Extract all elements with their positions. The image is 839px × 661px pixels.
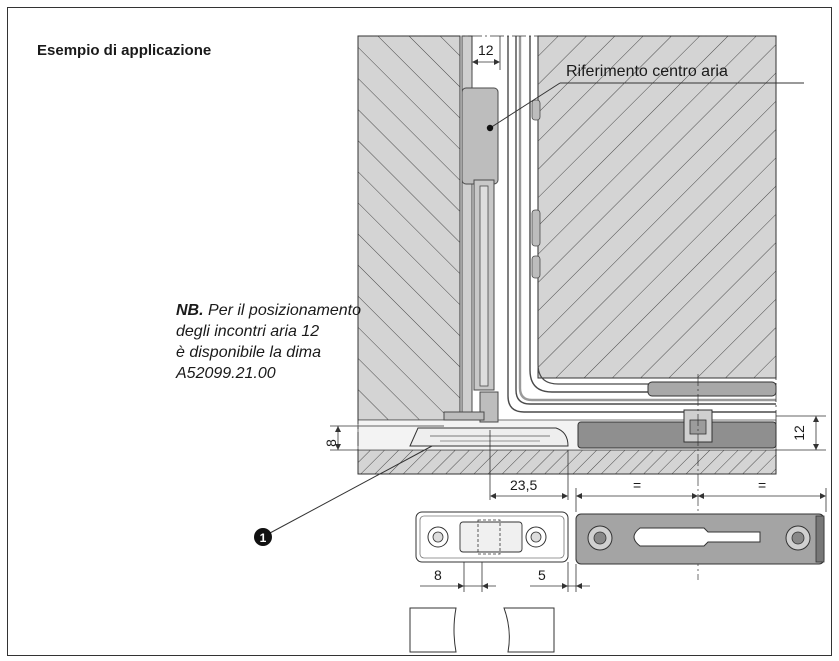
dim-edge-offset-label: 5 — [538, 567, 546, 583]
dim-equal-right-label: = — [758, 477, 766, 493]
sash-foot — [443, 411, 485, 421]
spacer-piece-left — [409, 607, 457, 653]
note-line-2: degli incontri aria 12 — [176, 323, 320, 340]
keeper-plan-left-slot — [459, 521, 523, 553]
note-line-4: A52099.21.00 — [176, 365, 276, 382]
hardware-channel-inner3 — [537, 36, 776, 385]
espagnolette-strip-inner — [479, 185, 489, 387]
note-line-1: NB. Per il posizionamento — [176, 300, 361, 321]
hardware-channel-inner — [515, 36, 776, 405]
dim-eq-arrow-l — [576, 493, 582, 499]
keeper-strike-left — [409, 427, 569, 447]
marker-number: 1 — [260, 531, 267, 545]
keeper-top-rail — [647, 381, 777, 397]
marker-leader — [269, 445, 433, 534]
callout-label: Riferimento centro aria — [566, 63, 728, 80]
dim-hole-arrow-r — [482, 583, 488, 589]
hardware-channel-outer — [507, 36, 776, 413]
keeper-plan-left-hole-2-inner — [530, 531, 542, 543]
sill-hatch — [357, 449, 777, 475]
dim-air-gap-label: 12 — [478, 42, 494, 58]
dim-eq-arrow-r — [820, 493, 826, 499]
dim-top-arrow-r — [494, 59, 500, 65]
dim-edge-arrow-r — [576, 583, 582, 589]
dim-eq-arrow-m1 — [692, 493, 698, 499]
keeper-plan-left-center — [477, 519, 501, 555]
keeper-plan-right-slot — [633, 527, 761, 547]
callout-dot — [486, 124, 494, 132]
page-heading: Esempio di applicazione — [37, 42, 212, 59]
outer-frame — [7, 7, 832, 656]
keeper-plan-right-hole-2-inner — [791, 531, 805, 545]
dim-left-height-label: 8 — [323, 439, 339, 447]
keeper-strike-right — [577, 421, 777, 449]
channel-bump-1 — [531, 209, 541, 247]
dim-eq-arrow-m2 — [698, 493, 704, 499]
dim-right-arrow-b — [813, 444, 819, 450]
right-frame-hatch — [537, 35, 777, 379]
note-prefix: NB. — [176, 302, 204, 319]
keeper-plan-right-end — [815, 515, 825, 563]
channel-bump-2 — [531, 255, 541, 279]
dim-offset-arrow-r — [562, 493, 568, 499]
dim-offset-arrow-l — [490, 493, 496, 499]
dim-left-arrow-b — [335, 444, 341, 450]
keeper-plan-right-hole-1-inner — [593, 531, 607, 545]
marker-circle — [254, 528, 272, 546]
note-line-3: è disponibile la dima — [176, 344, 321, 361]
callout-leader — [489, 82, 561, 129]
dim-equal-left-label: = — [633, 477, 641, 493]
hardware-channel-grey — [518, 36, 776, 402]
dim-left-arrow-t — [335, 426, 341, 432]
keeper-plan-left-inner — [419, 515, 565, 559]
dim-offset-label: 23,5 — [510, 477, 537, 493]
dim-hole-arrow-l — [458, 583, 464, 589]
dim-hole-offset-label: 8 — [434, 567, 442, 583]
keeper-plan-left-hole-1-inner — [432, 531, 444, 543]
dim-edge-arrow-l — [562, 583, 568, 589]
dim-top-arrow-l — [472, 59, 478, 65]
installation-note: NB. Per il posizionamento degli incontri… — [176, 300, 361, 384]
spacer-piece-right — [503, 607, 555, 653]
dim-right-height-label: 12 — [791, 425, 807, 441]
dim-right-arrow-t — [813, 416, 819, 422]
left-frame-hatch — [357, 35, 461, 421]
locking-cam-body — [461, 87, 499, 185]
channel-bump-3 — [531, 99, 541, 121]
note-text-1: Per il posizionamento — [208, 302, 361, 319]
hardware-channel-inner2 — [529, 36, 776, 393]
